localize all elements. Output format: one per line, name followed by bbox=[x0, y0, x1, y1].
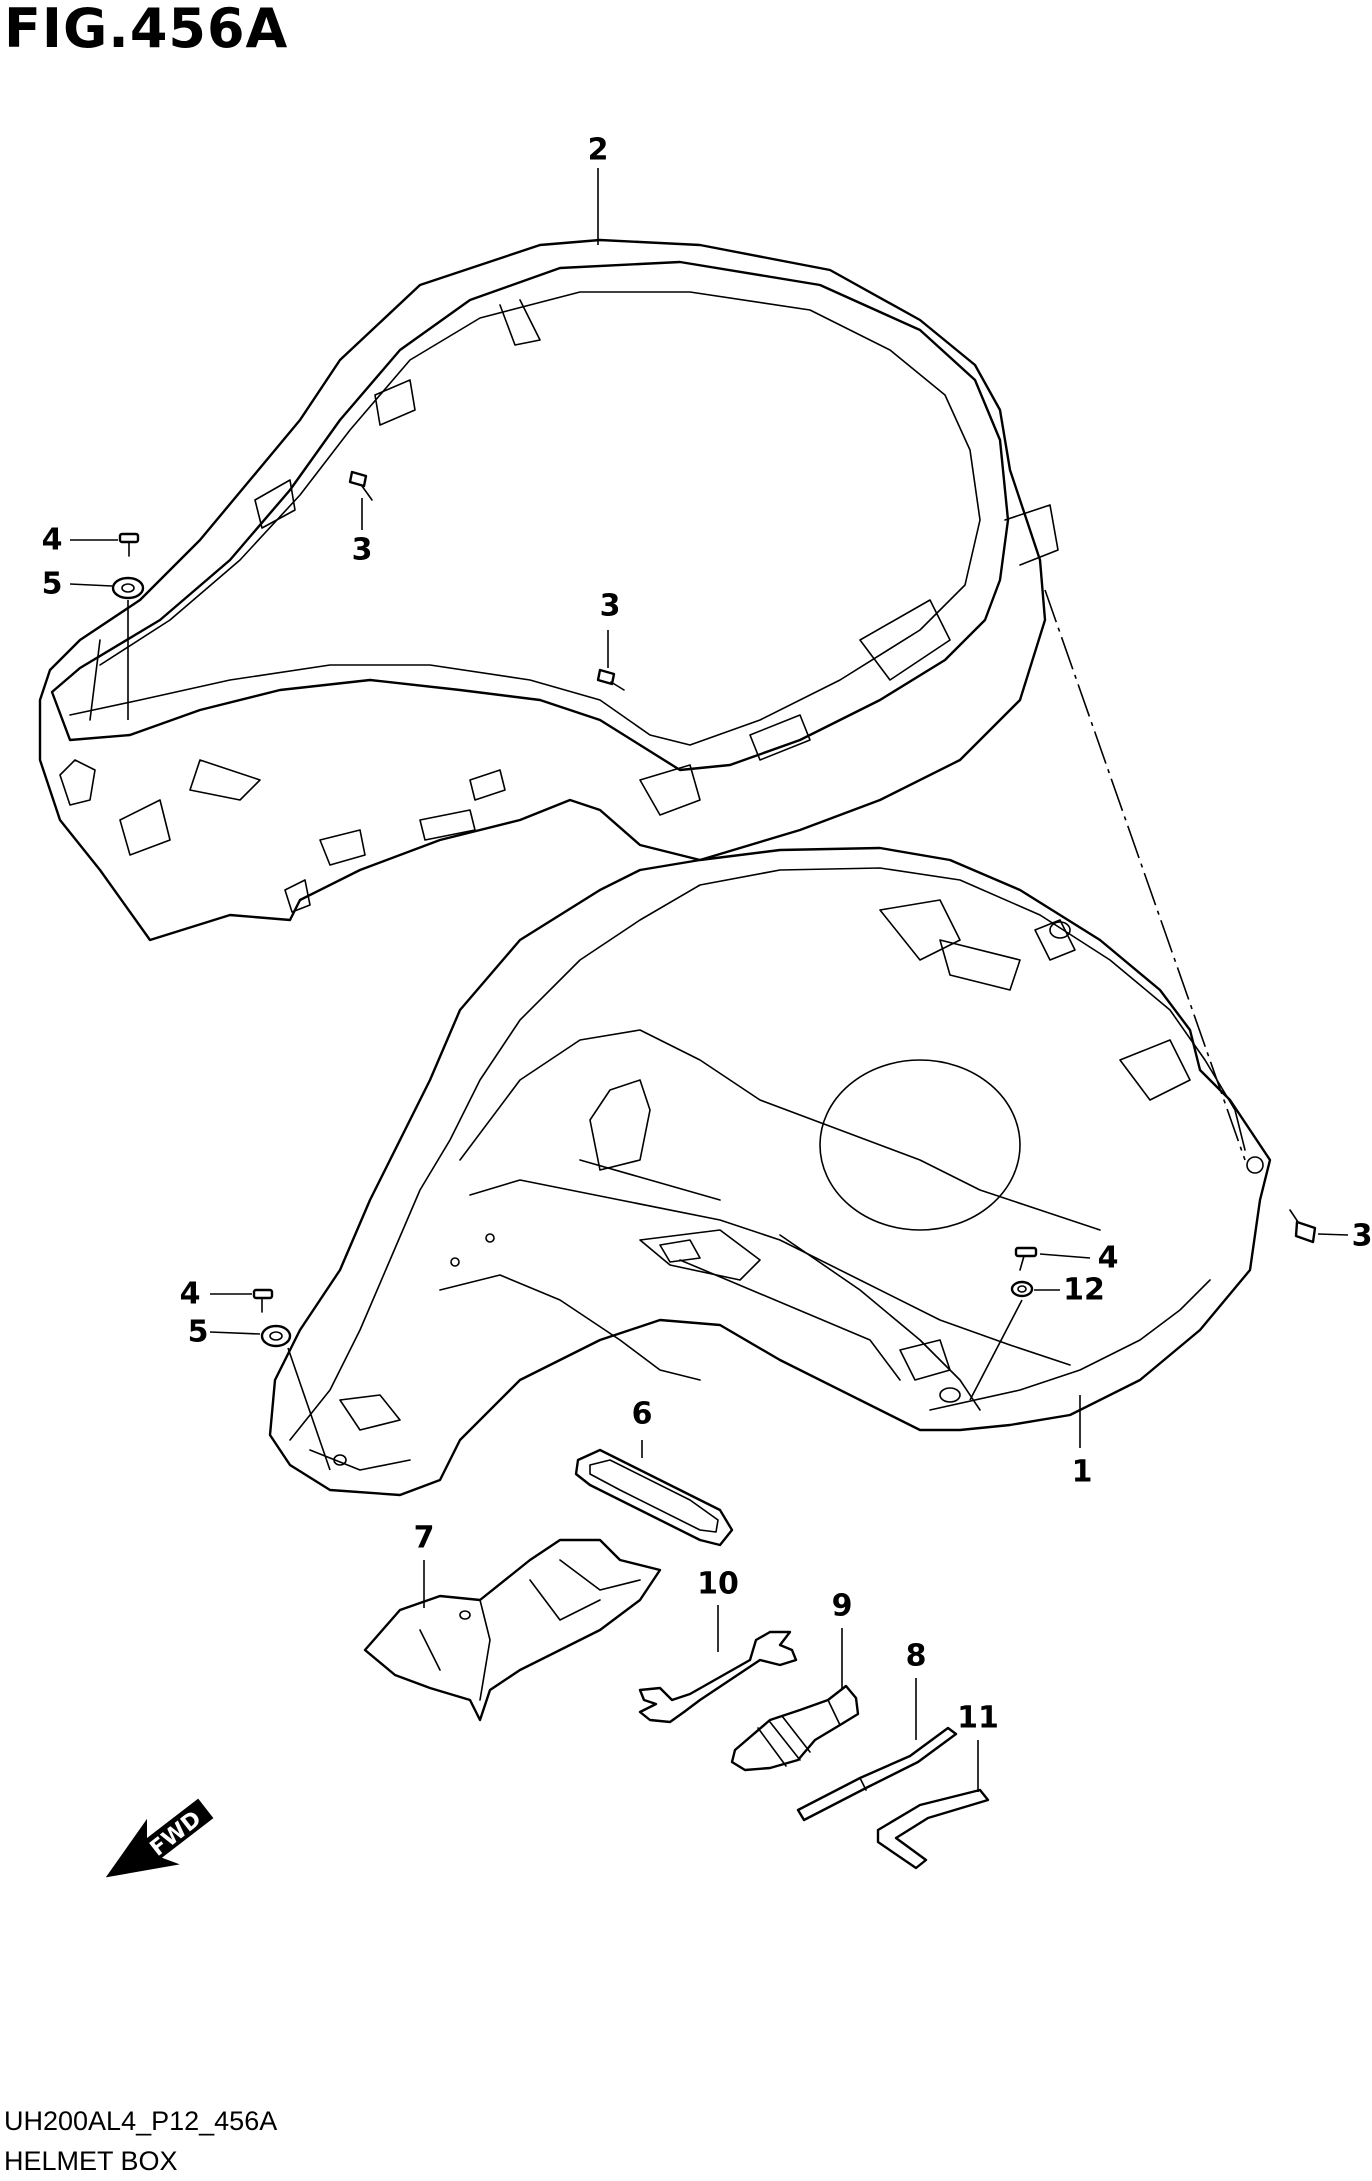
callout-3: 3 bbox=[600, 589, 621, 624]
figure-code: UH200AL4_P12_456A bbox=[4, 2106, 278, 2136]
fwd-label: FWD bbox=[146, 1806, 207, 1861]
callout-9: 9 bbox=[832, 1589, 853, 1624]
figure-title: FIG.456A bbox=[4, 0, 289, 60]
callout-6: 6 bbox=[632, 1397, 653, 1432]
part-1-helmet-box[interactable] bbox=[268, 846, 1272, 1497]
callout-12: 12 bbox=[1063, 1273, 1105, 1308]
screw-3-left[interactable] bbox=[348, 470, 373, 501]
grommet-5-upper[interactable] bbox=[111, 576, 145, 600]
part-11-hex-key[interactable] bbox=[876, 1788, 990, 1870]
callout-7: 7 bbox=[414, 1521, 435, 1556]
part-7-tool-bag[interactable] bbox=[363, 1538, 662, 1722]
grommet-5-lower[interactable] bbox=[260, 1324, 292, 1348]
callout-1: 1 bbox=[1072, 1455, 1093, 1490]
callout-4: 4 bbox=[1098, 1241, 1119, 1276]
part-9-screwdriver-handle[interactable] bbox=[730, 1684, 860, 1772]
callout-2: 2 bbox=[588, 133, 609, 168]
part-8-screwdriver-bit[interactable] bbox=[796, 1726, 958, 1822]
bolt-4-right[interactable] bbox=[1014, 1246, 1038, 1271]
callout-5: 5 bbox=[188, 1315, 209, 1350]
nut-12[interactable] bbox=[1010, 1280, 1034, 1298]
part-2-upper-cover[interactable] bbox=[38, 238, 1059, 942]
fwd-arrow-icon: FWD bbox=[105, 1798, 214, 1878]
part-10-spanner[interactable] bbox=[638, 1630, 798, 1724]
figure-name: HELMET BOX bbox=[4, 2146, 178, 2176]
callout-8: 8 bbox=[906, 1639, 927, 1674]
callout-4: 4 bbox=[180, 1277, 201, 1312]
callout-numbers: 2 4 5 3 3 3 4 12 4 5 6 1 7 10 9 8 11 bbox=[42, 133, 1372, 1736]
leader-lines bbox=[69, 168, 1349, 1792]
callout-11: 11 bbox=[957, 1701, 999, 1736]
bolt-4-upper[interactable] bbox=[118, 532, 140, 557]
callout-3: 3 bbox=[352, 533, 373, 568]
callout-3: 3 bbox=[1352, 1219, 1372, 1254]
part-6-band[interactable] bbox=[574, 1448, 734, 1547]
callout-10: 10 bbox=[697, 1567, 739, 1602]
callout-5: 5 bbox=[42, 567, 63, 602]
alignment-line bbox=[1044, 589, 1246, 1161]
bolt-4-lower[interactable] bbox=[252, 1288, 274, 1313]
screw-3-right[interactable] bbox=[1289, 1209, 1317, 1244]
screw-3-center[interactable] bbox=[596, 668, 625, 691]
callout-4: 4 bbox=[42, 523, 63, 558]
